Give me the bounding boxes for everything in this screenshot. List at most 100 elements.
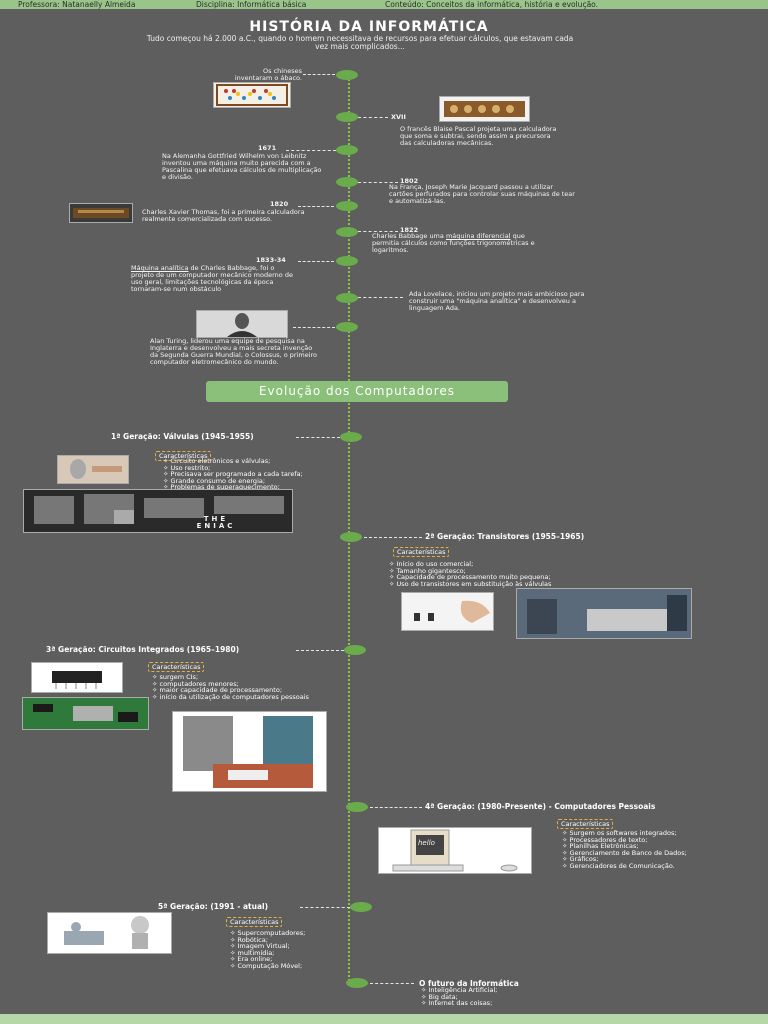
gen5-characteristics-badge: Características	[226, 917, 283, 927]
connector	[370, 807, 422, 808]
abacus-image	[213, 82, 291, 108]
turing-photo	[196, 310, 288, 338]
list-item: Planilhas Eletrônicas;	[562, 843, 687, 850]
list-item: Circuito eletrônicos e válvulas;	[163, 458, 303, 465]
gen5-list: Supercomputadores; Robótica; Imagem Virt…	[230, 930, 306, 970]
hello-label: hello	[418, 839, 435, 847]
date-1822: 1822	[400, 226, 419, 234]
list-item: computadores menores;	[152, 680, 309, 688]
timeline-node	[346, 978, 368, 988]
list-item: Problemas de superaquecimento;	[163, 484, 303, 491]
top-bar: Professora: Natanaelly Almeida Disciplin…	[0, 0, 768, 9]
list-item: Internet das coisas;	[421, 1000, 497, 1007]
list-item: Big data;	[421, 993, 497, 1001]
timeline-line	[348, 72, 350, 984]
date-1671: 1671	[258, 144, 277, 152]
list-item: Robótica;	[230, 936, 305, 944]
connector	[358, 297, 403, 298]
transistor-image	[401, 592, 494, 631]
page-title: HISTÓRIA DA INFORMÁTICA	[249, 19, 489, 35]
ada-text: Ada Lovelace, iniciou um projeto mais am…	[409, 290, 585, 312]
timeline-node	[340, 532, 362, 542]
analytical-engine-link[interactable]: Máquina analítica	[131, 264, 189, 272]
connector	[364, 537, 422, 538]
integrated-circuit-image	[31, 662, 123, 693]
gen4-title: 4ª Geração: (1980-Presente) - Computador…	[425, 802, 656, 811]
list-item: multimídia;	[230, 949, 305, 957]
xvii-text: O francês Blaise Pascal projeta uma calc…	[400, 125, 557, 147]
timeline-node	[336, 256, 358, 266]
timeline-node	[336, 322, 358, 332]
connector	[358, 231, 398, 232]
list-item: Uso de transistores em substituição às v…	[389, 580, 552, 588]
list-item: Era online;	[230, 956, 305, 963]
list-item: início da utilização de computadores pes…	[152, 693, 309, 701]
gen3-characteristics-badge: Características	[148, 662, 205, 672]
list-item: Surgem os softwares integrados;	[562, 830, 687, 837]
list-item: Gerenciadores de Comunicação.	[562, 862, 687, 870]
gen2-title: 2ª Geração: Transistores (1955–1965)	[425, 532, 585, 541]
eniac-label: THE ENIAC	[196, 515, 236, 530]
list-item: Uso restrito;	[163, 464, 303, 472]
text-1671: Na Alemanha Gottfried Wilhelm von Leibni…	[162, 152, 322, 181]
gen2-list: Início do uso comercial; Tamanho gigante…	[389, 561, 552, 588]
future-title: O futuro da Informática	[419, 979, 519, 988]
connector	[286, 150, 336, 151]
list-item: Capacidade de processamento muito pequen…	[389, 574, 551, 581]
connector	[298, 206, 334, 207]
difference-engine-link[interactable]: máquina diferencial	[445, 232, 511, 240]
gen3-title: 3ª Geração: Circuitos Integrados (1965–1…	[46, 645, 240, 654]
list-item: Processadores de texto;	[562, 836, 687, 844]
list-item: Início do uso comercial;	[389, 561, 551, 568]
gen4-characteristics-badge: Características	[557, 819, 614, 829]
date-1820: 1820	[270, 200, 289, 208]
timeline-node	[346, 802, 368, 812]
list-item: surgem CIs;	[152, 674, 309, 681]
list-item: Precisava ser programado a cada tarefa;	[163, 471, 303, 478]
circuit-board-image	[22, 697, 149, 730]
text-1822: Charles Babbage uma máquina diferencial …	[372, 232, 535, 254]
gen4-list: Surgem os softwares integrados; Processa…	[562, 830, 687, 869]
date-1802: 1802	[400, 177, 419, 185]
gen1-list: Circuito eletrônicos e válvulas; Uso res…	[163, 458, 303, 491]
future-list: Inteligência Artificial; Big data; Inter…	[421, 987, 498, 1007]
xvii-date: XVII	[391, 113, 406, 121]
connector	[296, 437, 340, 438]
list-item: Gráficos;	[562, 856, 687, 863]
robots-image	[47, 912, 172, 954]
list-item: Inteligência Artificial;	[421, 987, 498, 994]
macintosh-image	[378, 827, 532, 874]
list-item: maior capacidade de processamento;	[152, 687, 309, 694]
timeline-node	[336, 70, 358, 80]
list-item: Tamanho gigantesco;	[389, 567, 551, 575]
list-item: Imagem Virtual;	[230, 943, 305, 950]
teacher-label: Professora: Natanaelly Almeida	[18, 0, 136, 9]
turing-text: Alan Turing, liderou uma equipe de pesqu…	[150, 337, 318, 366]
connector	[370, 983, 414, 984]
text-1820: Charles Xavier Thomas, foi a primeira ca…	[142, 208, 305, 223]
text-1802: Na França, Joseph Marie Jacquard passou …	[389, 183, 575, 205]
gen3-list: surgem CIs; computadores menores; maior …	[152, 674, 309, 700]
thomas-calculator-image	[69, 203, 133, 223]
list-item: Gerenciamento de Banco de Dados;	[562, 849, 687, 857]
bottom-bar	[0, 1014, 768, 1024]
connector	[296, 650, 344, 651]
connector	[358, 117, 388, 118]
list-item: Computação Móvel;	[230, 962, 305, 970]
connector	[300, 907, 350, 908]
timeline-node	[350, 902, 372, 912]
content-label: Conteúdo: Conceitos da informática, hist…	[385, 0, 598, 9]
timeline-node	[336, 201, 358, 211]
list-item: Grande consumo de energia;	[163, 477, 303, 485]
subject-label: Disciplina: Informática básica	[196, 0, 307, 9]
eniac-image	[23, 489, 293, 533]
text-1833: Máquina analítica de Charles Babbage, fo…	[131, 264, 293, 293]
timeline-node	[340, 432, 362, 442]
vacuum-tube-image	[57, 455, 129, 484]
timeline-node	[336, 177, 358, 187]
gen5-title: 5ª Geração: (1991 - atual)	[158, 902, 269, 911]
abacus-text: Os chineses inventaram o ábaco.	[234, 67, 302, 82]
gen1-title: 1ª Geração: Válvulas (1945–1955)	[111, 432, 254, 441]
connector	[303, 74, 335, 75]
second-gen-computer-image	[516, 588, 692, 639]
